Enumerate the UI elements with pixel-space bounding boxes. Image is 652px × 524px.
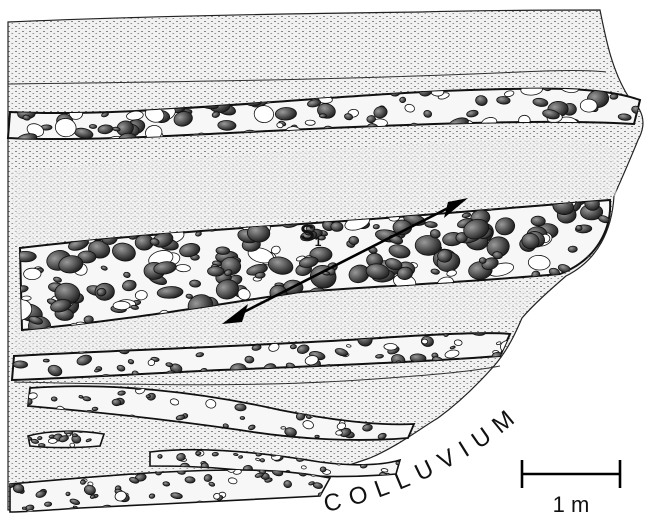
- gravel-clast: [48, 438, 57, 443]
- gravel-clast: [399, 97, 406, 103]
- gravel-clast: [49, 510, 55, 515]
- gravel-clast: [255, 510, 263, 516]
- gravel-clast: [146, 395, 150, 398]
- gravel-clast: [148, 359, 155, 366]
- gravel-clast: [292, 501, 298, 505]
- gravel-clast: [301, 466, 306, 470]
- gravel-clast: [568, 246, 577, 253]
- gravel-clast: [51, 397, 57, 401]
- gravel-clast: [373, 224, 380, 229]
- gravel-clast: [331, 222, 344, 232]
- gravel-clast: [185, 476, 195, 483]
- gravel-clast: [212, 452, 218, 456]
- gravel-clast: [112, 399, 121, 406]
- gravel-clast: [320, 467, 326, 472]
- gravel-clast: [315, 435, 320, 438]
- gravel-clast: [375, 354, 383, 358]
- gravel-clast: [38, 443, 45, 447]
- gravel-clast: [25, 510, 36, 518]
- gravel-clast: [599, 265, 606, 269]
- gravel-clast: [66, 492, 71, 496]
- gravel-clast: [216, 247, 230, 255]
- gravel-clast: [43, 359, 49, 362]
- gravel-clast: [207, 266, 224, 276]
- gravel-clast: [22, 296, 32, 301]
- gravel-clast: [243, 505, 248, 510]
- gravel-clast: [197, 501, 204, 506]
- gravel-clast: [240, 416, 245, 419]
- gravel-clast: [196, 451, 202, 455]
- gravel-clast: [44, 502, 52, 507]
- gravel-clast: [575, 277, 587, 287]
- gravel-clast: [415, 235, 441, 255]
- gravel-clast: [599, 323, 609, 331]
- gravel-clast: [572, 323, 589, 335]
- gravel-clast: [381, 468, 388, 472]
- gravel-clast: [454, 339, 462, 346]
- gravel-clast: [346, 344, 351, 347]
- gravel-clast: [23, 115, 31, 121]
- gravel-clast: [72, 434, 77, 437]
- gravel-clast: [479, 257, 486, 263]
- gravel-clast: [290, 344, 297, 349]
- gravel-clast: [158, 454, 163, 458]
- gravel-clast: [13, 361, 28, 369]
- gravel-clast: [281, 427, 286, 430]
- gravel-clast: [319, 114, 326, 118]
- gravel-clast: [70, 443, 75, 447]
- gravel-clast: [276, 122, 283, 128]
- gravel-clast: [557, 321, 583, 336]
- gravel-clast: [543, 303, 564, 321]
- gravel-clast: [607, 233, 615, 240]
- gravel-clast: [604, 301, 611, 306]
- gravel-clast: [250, 503, 257, 508]
- gravel-clast: [291, 499, 302, 507]
- gravel-clast: [276, 501, 286, 510]
- gravel-clast: [67, 434, 71, 436]
- gravel-clast: [274, 502, 279, 505]
- gravel-clast: [78, 507, 91, 516]
- gravel-clast: [422, 339, 428, 344]
- gravel-clast: [336, 430, 343, 435]
- scale-bar-label: 1 m: [553, 492, 590, 517]
- gravel-clast: [576, 299, 590, 309]
- gravel-clast: [92, 407, 98, 411]
- gravel-clast: [22, 507, 26, 509]
- gravel-clast: [24, 268, 42, 280]
- gravel-clast: [269, 506, 281, 517]
- gravel-clast: [213, 493, 220, 500]
- gravel-clast: [238, 455, 242, 458]
- gravel-clast: [192, 505, 202, 512]
- gravel-clast: [594, 253, 615, 269]
- gravel-clast: [588, 313, 609, 326]
- gravel-clast: [300, 504, 310, 513]
- gravel-clast: [553, 319, 570, 329]
- gravel-clast: [37, 436, 42, 440]
- gravel-clast: [113, 301, 130, 310]
- gravel-clast: [579, 282, 600, 301]
- gravel-clast: [89, 124, 97, 128]
- gravel-clast: [610, 94, 618, 100]
- gravel-clast: [580, 99, 597, 112]
- gravel-clast: [305, 120, 315, 125]
- gravel-clast: [384, 343, 397, 350]
- gravel-clast: [260, 458, 265, 462]
- gravel-clast: [536, 302, 546, 308]
- gravel-clast: [235, 404, 247, 412]
- gravel-clast: [575, 225, 582, 231]
- gravel-clast: [556, 311, 565, 318]
- scale-bar: [522, 460, 620, 488]
- gravel-clast: [267, 504, 278, 513]
- gravel-clast: [80, 480, 86, 485]
- gravel-clast: [228, 503, 237, 511]
- gravel-clast: [562, 293, 587, 308]
- gravel-clast: [591, 278, 613, 290]
- gravel-clast: [96, 509, 105, 515]
